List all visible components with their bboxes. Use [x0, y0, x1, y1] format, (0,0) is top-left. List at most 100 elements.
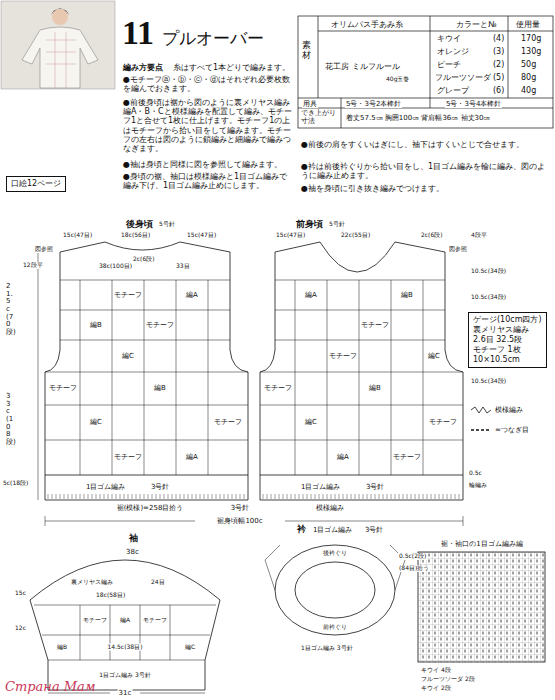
label: 着丈57.5㎝ 胸囲100㎝ 背肩幅36㎝ 袖丈30㎝: [345, 114, 491, 122]
label: 3号針: [365, 483, 385, 491]
label: 編C: [304, 418, 318, 426]
label: 38c: [125, 548, 140, 556]
label: 15c(47目): [186, 232, 217, 239]
rib-hatch: [80, 494, 81, 499]
label: 15c(47目): [275, 232, 306, 239]
label: ●モチーフⓐ・ⓑ・ⓒ・ⓓはそれぞれ必要枚数を編んでおきます。: [122, 75, 296, 93]
rib-hatch: [455, 494, 456, 499]
rib-hatch: [148, 494, 149, 499]
rib-hatch: [116, 494, 117, 499]
grid-line: [45, 440, 248, 441]
label: 編C: [184, 644, 196, 651]
band-line: [45, 475, 248, 476]
rib-hatch: [204, 494, 205, 499]
rib-hatch: [76, 494, 77, 499]
rib-hatch: [367, 494, 368, 499]
pieces: [30, 242, 463, 690]
label: 31c: [118, 689, 133, 697]
rib-hatch: [423, 494, 424, 499]
rib-hatch: [339, 494, 340, 499]
rib-hatch: [88, 494, 89, 499]
rib-hatch: [108, 494, 109, 499]
label: 素材: [302, 40, 311, 62]
label: モチーフ: [113, 453, 143, 461]
label: 花工房 ミルフルール: [324, 62, 401, 71]
label: オリムパス手あみ糸: [330, 20, 404, 29]
rib-hatch: [152, 494, 153, 499]
body-outline: [45, 242, 248, 500]
label: 1目ゴム編み: [85, 483, 126, 491]
label: 輪編み: [468, 482, 488, 489]
rib-hatch: [387, 494, 388, 499]
grid-line: [260, 372, 463, 373]
sleeve-outline: [30, 560, 220, 690]
label: 3号針: [230, 504, 250, 512]
rib-hatch: [140, 494, 141, 499]
label: キウイ: [436, 34, 462, 43]
label: 40g: [520, 86, 537, 95]
label: 編B: [400, 291, 414, 299]
node-text: 口絵12ページ: [11, 179, 61, 189]
label: 18c(58目): [95, 592, 126, 599]
rib-hatch: [124, 494, 125, 499]
rib-hatch: [240, 494, 241, 499]
label: 24目: [150, 579, 166, 586]
label: モチーフ: [428, 418, 458, 426]
rib-hatch: [132, 494, 133, 499]
node-text: プルオーバー: [162, 27, 264, 50]
label: ●袖を身頃に引き抜き編みでつけます。: [300, 184, 552, 193]
label: 図参照: [448, 246, 468, 253]
rib-hatch: [279, 494, 280, 499]
label: 前身頃: [295, 219, 324, 229]
grid-line: [260, 440, 463, 441]
rib-hatch: [60, 494, 61, 499]
rib-hatch: [200, 494, 201, 499]
legend-item: 模様編み: [470, 405, 523, 415]
rib-hatch: [407, 494, 408, 499]
rib-hatch: [84, 494, 85, 499]
label: モチーフ: [328, 352, 358, 360]
rib-hatch: [419, 494, 420, 499]
grid-line: [359, 280, 360, 475]
rib-hatch: [415, 494, 416, 499]
label: 5号針: [158, 221, 176, 228]
rib-hatch: [68, 494, 69, 499]
label: モチーフ: [360, 321, 390, 329]
rib-hatch: [351, 494, 352, 499]
label: 編A: [185, 453, 199, 461]
rib-hatch: [307, 494, 308, 499]
rib-hatch: [136, 494, 137, 499]
label: 38c(100目): [98, 263, 133, 270]
rib-hatch: [184, 494, 185, 499]
rib-hatch: [291, 494, 292, 499]
rib-hatch: [72, 494, 73, 499]
label: (6): [492, 86, 505, 95]
label: オレンジ: [436, 47, 470, 56]
label: ●前後身頃は裾から図のように裏メリヤス編み編A・B・Cと模様編みを配置して編み、…: [122, 98, 296, 153]
legend-sample: [470, 425, 492, 435]
label: 40g玉巻: [385, 76, 410, 83]
rib-hatch: [403, 494, 404, 499]
rib-hatch: [379, 494, 380, 499]
label: (5): [492, 73, 505, 82]
label: 編C: [121, 352, 135, 360]
rib-hatch: [299, 494, 300, 499]
label: 糸はすべて1本どりで編みます。: [172, 63, 291, 72]
rib-hatch: [172, 494, 173, 499]
rib-hatch: [96, 494, 97, 499]
grid-line: [275, 280, 445, 281]
rib-hatch: [64, 494, 65, 499]
reference-box: 口絵12ページ: [6, 176, 66, 192]
legend-text: 模様編み: [495, 405, 523, 415]
label: モチーフ: [213, 418, 243, 426]
label: 5号・3号2本棒針: [345, 100, 402, 108]
node-text: 裏メリヤス編み: [473, 325, 542, 335]
rib-hatch: [92, 494, 93, 499]
label: 10.5c(34段): [470, 294, 507, 301]
label: でき上がり寸法: [300, 109, 340, 125]
label: カラーと№: [455, 20, 497, 29]
label: 33目: [175, 263, 191, 270]
label: 衿: [296, 524, 307, 534]
grid-line: [391, 280, 392, 475]
rib-hatch: [355, 494, 356, 499]
